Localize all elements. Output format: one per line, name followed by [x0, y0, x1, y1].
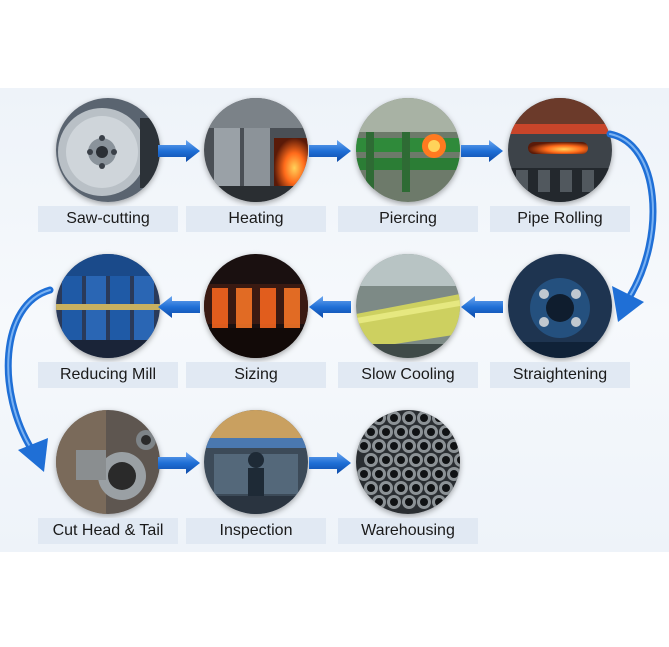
- sizing-mill-image: [204, 254, 308, 358]
- curved-arrow-down-left-icon: [4, 286, 54, 472]
- step-warehousing: Warehousing: [338, 410, 478, 550]
- step-label: Inspection: [186, 518, 326, 544]
- curved-arrow-down-right-icon: [606, 130, 657, 322]
- step-saw-cutting: Saw-cutting: [38, 98, 178, 238]
- arrow-right-icon: [158, 452, 200, 474]
- step-slow-cooling: Slow Cooling: [338, 254, 478, 394]
- inspection-image: [204, 410, 308, 514]
- step-label: Pipe Rolling: [490, 206, 630, 232]
- arrow-right-icon: [461, 140, 503, 162]
- step-label: Reducing Mill: [38, 362, 178, 388]
- step-pipe-rolling: Pipe Rolling: [490, 98, 630, 238]
- step-heating: Heating: [186, 98, 326, 238]
- cooling-bed-image: [356, 254, 460, 358]
- arrow-left-icon: [461, 296, 503, 318]
- step-label: Piercing: [338, 206, 478, 232]
- pipe-end-cut-image: [56, 410, 160, 514]
- step-inspection: Inspection: [186, 410, 326, 550]
- step-sizing: Sizing: [186, 254, 326, 394]
- step-cut-head-tail: Cut Head & Tail: [38, 410, 178, 550]
- saw-blade-image: [56, 98, 160, 202]
- step-piercing: Piercing: [338, 98, 478, 238]
- step-label: Heating: [186, 206, 326, 232]
- arrow-right-icon: [158, 140, 200, 162]
- furnace-image: [204, 98, 308, 202]
- step-label: Sizing: [186, 362, 326, 388]
- reducing-mill-image: [56, 254, 160, 358]
- piercing-mill-image: [356, 98, 460, 202]
- step-label: Saw-cutting: [38, 206, 178, 232]
- step-label: Warehousing: [338, 518, 478, 544]
- arrow-left-icon: [158, 296, 200, 318]
- straightener-image: [508, 254, 612, 358]
- step-reducing-mill: Reducing Mill: [38, 254, 178, 394]
- rolling-mill-image: [508, 98, 612, 202]
- step-label: Straightening: [490, 362, 630, 388]
- step-label: Cut Head & Tail: [38, 518, 178, 544]
- step-straightening: Straightening: [490, 254, 630, 394]
- arrow-right-icon: [309, 452, 351, 474]
- step-label: Slow Cooling: [338, 362, 478, 388]
- pipe-stack-image: [356, 410, 460, 514]
- arrow-right-icon: [309, 140, 351, 162]
- arrow-left-icon: [309, 296, 351, 318]
